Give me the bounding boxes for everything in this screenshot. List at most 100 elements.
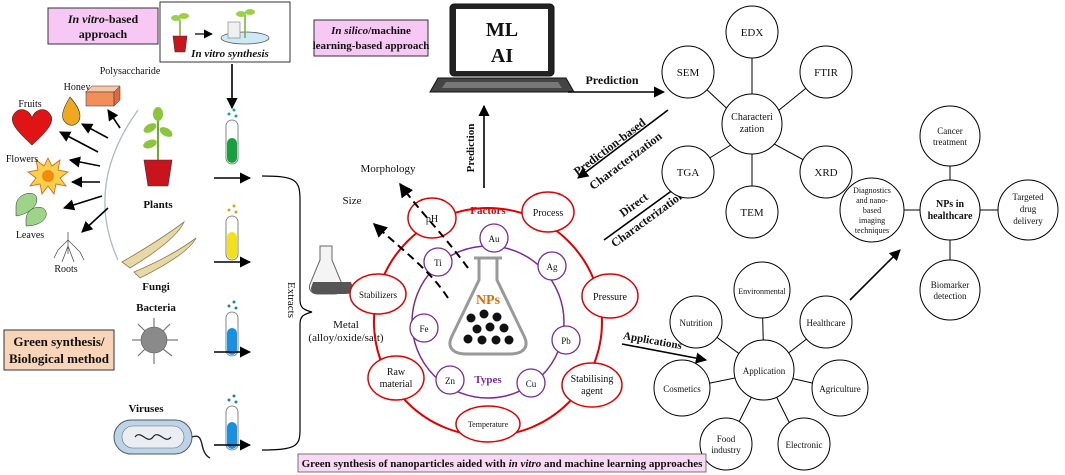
char-node-xrd: XRD: [799, 145, 853, 199]
nanoparticle-flask-icon: [448, 256, 528, 356]
svg-text:Healthcare: Healthcare: [807, 318, 846, 328]
culture-dish-icon: [220, 9, 270, 45]
svg-text:Fe: Fe: [420, 324, 429, 334]
svg-text:XRD: XRD: [814, 167, 837, 179]
svg-text:Stabilizers: Stabilizers: [359, 290, 397, 300]
healthcare-hub: NPs in healthcare: [919, 179, 981, 241]
honey-drop-icon: [62, 96, 81, 126]
plant-pot-icon: [143, 107, 173, 187]
ai-label: AI: [491, 45, 513, 67]
size-dashed-arrow: [372, 223, 449, 299]
svg-text:Application: Application: [743, 366, 786, 376]
svg-text:Nutrition: Nutrition: [680, 318, 713, 328]
svg-text:TGA: TGA: [677, 167, 700, 179]
svg-text:SEM: SEM: [677, 67, 700, 79]
caption-box: [297, 453, 707, 473]
prediction-label: Prediction: [585, 73, 638, 87]
type-node-zn: Zn: [435, 365, 465, 395]
extracts-bracket: [261, 175, 313, 451]
green-synthesis-label-2: Biological method: [9, 351, 110, 366]
app-node-healthcare: Healthcare: [799, 295, 853, 349]
sources-arc: [104, 109, 139, 261]
source-to-tube-arrows: [214, 172, 252, 451]
svg-text:TEM: TEM: [740, 207, 763, 219]
svg-text:detection: detection: [934, 291, 967, 301]
svg-text:treatment: treatment: [933, 137, 967, 147]
virus-icon: [113, 419, 211, 459]
application-hub: Application: [733, 339, 795, 401]
type-node-ag: Ag: [537, 251, 567, 281]
svg-text:imaging: imaging: [859, 216, 885, 225]
svg-text:Raw: Raw: [387, 367, 406, 378]
type-node-pb: Pb: [551, 325, 581, 355]
prediction-vertical-label: Prediction: [465, 124, 477, 173]
svg-text:Biomarker: Biomarker: [931, 280, 970, 290]
svg-text:Agriculture: Agriculture: [819, 384, 860, 394]
fungi-label: Fungi: [142, 281, 170, 293]
svg-text:Pressure: Pressure: [593, 292, 627, 303]
svg-text:Environmental: Environmental: [738, 287, 786, 296]
extracts-label: Extracts: [285, 282, 297, 318]
leaves-icon: [15, 193, 47, 227]
svg-text:healthcare: healthcare: [928, 211, 973, 222]
svg-text:Ag: Ag: [547, 262, 558, 272]
svg-text:Process: Process: [533, 208, 564, 219]
svg-text:Targeted: Targeted: [1012, 192, 1044, 202]
char-node-tem: TEM: [725, 185, 779, 239]
svg-text:EDX: EDX: [741, 27, 764, 39]
morphology-label: Morphology: [361, 163, 417, 175]
svg-text:Characteri: Characteri: [731, 112, 773, 123]
prediction-based-arrow: [577, 109, 669, 179]
types-title: Types: [474, 374, 502, 386]
svg-text:Electronic: Electronic: [786, 440, 823, 450]
svg-text:Pb: Pb: [561, 336, 571, 346]
viruses-label: Viruses: [128, 403, 164, 415]
caption-label: Green synthesis of nanoparticles aided w…: [302, 458, 704, 470]
svg-text:Cancer: Cancer: [937, 126, 962, 136]
svg-text:based: based: [863, 206, 881, 215]
app-node-food-industry: Food industry: [699, 417, 753, 471]
app-node-cosmetics: Cosmetics: [653, 359, 711, 417]
app-node-electronic: Electronic: [777, 417, 831, 471]
flowers-label: Flowers: [6, 154, 38, 165]
fungi-icon: [121, 220, 197, 279]
in-vitro-approach-box: [47, 7, 159, 45]
polysaccharide-icon: [85, 85, 121, 107]
factor-node-process: Process: [521, 191, 575, 233]
hc-node-cancer-treatment: Cancer treatment: [919, 105, 981, 167]
svg-text:NPs in: NPs in: [936, 199, 965, 210]
laptop-icon: [429, 3, 575, 93]
app-node-nutrition: Nutrition: [669, 295, 723, 349]
svg-text:zation: zation: [740, 124, 764, 135]
factor-node-stabilizers: Stabilizers: [349, 273, 407, 315]
svg-text:Cosmetics: Cosmetics: [663, 384, 701, 394]
svg-text:and nano-: and nano-: [856, 196, 888, 205]
svg-text:FTIR: FTIR: [814, 67, 839, 79]
test-tube-blue-1-icon: [225, 300, 239, 357]
svg-text:pH: pH: [426, 214, 438, 225]
test-tube-blue-2-icon: [225, 394, 239, 451]
flower-icon: [27, 157, 69, 195]
hc-node-biomarker-detection: Biomarker detection: [919, 259, 981, 321]
svg-text:agent: agent: [581, 386, 603, 397]
hc-node-diagnostics: Diagnostics and nano- based imaging tech…: [839, 177, 905, 243]
bacteria-label: Bacteria: [136, 302, 176, 314]
plants-label: Plants: [143, 199, 173, 211]
ml-label: ML: [486, 19, 518, 41]
plant-to-parts-arrows: [59, 109, 121, 233]
metal-label-1: Metal: [333, 319, 359, 331]
in-vitro-approach-label-1: In vitro-based: [67, 12, 139, 26]
hc-node-targeted-drug-delivery: Targeted drug delivery: [997, 179, 1059, 241]
svg-text:Temperature: Temperature: [468, 420, 509, 429]
svg-text:Stabilising: Stabilising: [571, 374, 614, 385]
green-synthesis-label-1: Green synthesis/: [13, 334, 105, 349]
honey-label: Honey: [64, 82, 91, 93]
char-node-tga: TGA: [661, 145, 715, 199]
factor-node-pressure: Pressure: [581, 273, 639, 319]
size-label: Size: [343, 195, 362, 207]
svg-text:material: material: [380, 379, 413, 390]
svg-text:Diagnostics: Diagnostics: [853, 186, 891, 195]
factor-node-temperature: Temperature: [455, 405, 521, 443]
char-node-edx: EDX: [725, 5, 779, 59]
